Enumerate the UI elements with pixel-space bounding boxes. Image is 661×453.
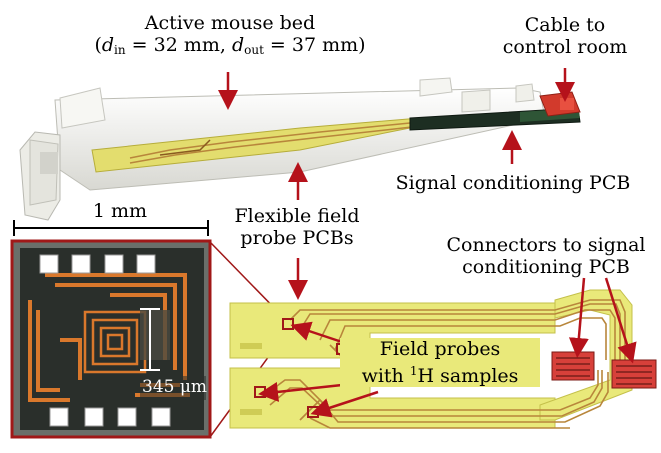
cable-label-line1: Cable to	[524, 14, 606, 36]
mouse-bed-photo	[19, 77, 581, 221]
connectors-label: Connectors to signal conditioning PCB	[436, 234, 656, 278]
connectors	[551, 351, 657, 389]
micro-dimension-label: 345 μm	[142, 377, 208, 397]
flex-pcb-label-line1: Flexible field	[234, 205, 360, 227]
field-probes-label-line1: Field probes	[379, 338, 501, 360]
connectors-label-line1: Connectors to signal	[446, 234, 646, 256]
scale-bar-label: 1 mm	[92, 200, 148, 222]
flex-pcb-label: Flexible field probe PCBs	[222, 205, 372, 249]
field-probes-label: Field probes with 1H samples	[340, 338, 540, 387]
mouse-bed-label: Active mouse bed (din = 32 mm, dout = 37…	[80, 12, 380, 61]
flex-pcb-label-line2: probe PCBs	[240, 227, 354, 249]
mouse-bed-dimensions: (din = 32 mm, dout = 37 mm)	[94, 34, 366, 57]
cable-label-line2: control room	[502, 36, 628, 58]
signal-pcb-label: Signal conditioning PCB	[395, 172, 631, 194]
dimension-marker	[140, 308, 160, 371]
connectors-label-line2: conditioning PCB	[462, 256, 630, 278]
scale-bar	[13, 220, 209, 236]
microchip-inset	[10, 239, 212, 439]
mouse-bed-title: Active mouse bed	[144, 12, 316, 34]
cable-label: Cable to control room	[490, 14, 640, 58]
field-probes-label-line2: with 1H samples	[361, 364, 519, 387]
